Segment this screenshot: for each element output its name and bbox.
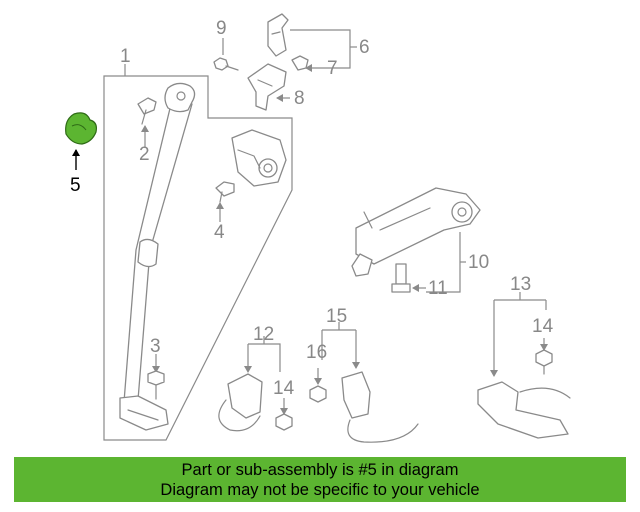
assembly-1-outline — [103, 64, 293, 441]
callout-16[interactable]: 16 — [306, 342, 327, 363]
callout-8[interactable]: 8 — [294, 88, 305, 109]
callout-14-left[interactable]: 14 — [273, 378, 295, 399]
callout-5[interactable]: 5 — [70, 175, 81, 196]
parts-diagram: 1 2 3 4 5 6 7 8 9 10 11 12 13 14 14 15 1… — [65, 13, 571, 443]
height-adjuster-10 — [351, 187, 481, 293]
banner-line-1: Part or sub-assembly is #5 in diagram — [181, 461, 459, 479]
buckle-15 — [309, 322, 419, 443]
seat-belt-webbing — [119, 82, 196, 431]
callout-4[interactable]: 4 — [214, 222, 225, 243]
callout-12[interactable]: 12 — [253, 324, 274, 345]
bracket-8 — [247, 63, 290, 111]
bolt-2 — [137, 97, 157, 148]
callout-3[interactable]: 3 — [150, 336, 161, 357]
callout-15[interactable]: 15 — [326, 306, 347, 327]
clip-14-right — [535, 338, 553, 375]
callout-13[interactable]: 13 — [510, 274, 531, 295]
bracket-6 — [267, 13, 357, 72]
callout-14-right[interactable]: 14 — [532, 316, 554, 337]
callout-7[interactable]: 7 — [327, 58, 338, 79]
callout-1[interactable]: 1 — [120, 46, 131, 67]
bolt-11 — [391, 263, 426, 293]
buckle-12 — [218, 336, 281, 432]
callout-2[interactable]: 2 — [139, 144, 150, 165]
info-banner: Part or sub-assembly is #5 in diagram Di… — [14, 457, 626, 502]
callout-10[interactable]: 10 — [468, 252, 489, 273]
assembly-13 — [477, 292, 571, 439]
bolt-3 — [147, 354, 165, 400]
retractor-mechanism — [231, 129, 287, 187]
banner-line-2: Diagram may not be specific to your vehi… — [160, 481, 480, 499]
part-5-trim-cover — [65, 112, 97, 170]
bolt-4 — [215, 181, 235, 222]
bolt-9 — [213, 38, 239, 71]
callout-9[interactable]: 9 — [216, 18, 227, 39]
clip-14-left — [275, 398, 293, 431]
callout-6[interactable]: 6 — [359, 37, 370, 58]
callout-11[interactable]: 11 — [428, 278, 448, 299]
